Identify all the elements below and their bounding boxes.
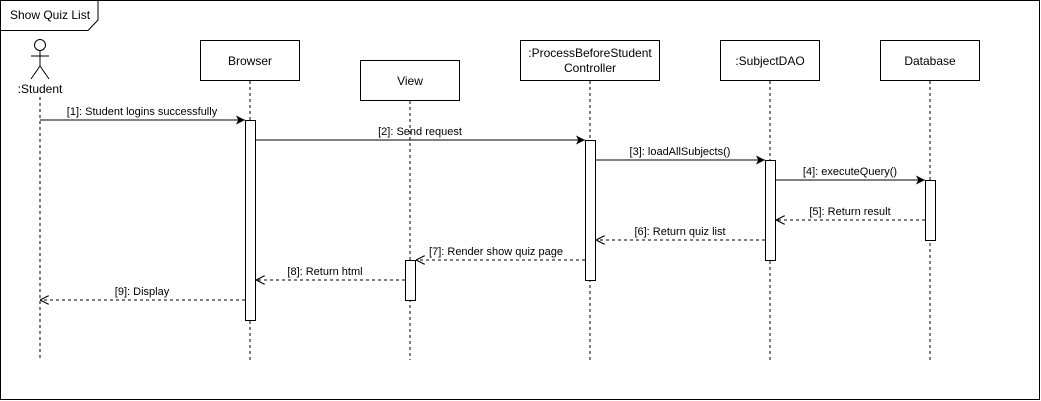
participant-controller: :ProcessBeforeStudent Controller <box>520 40 660 360</box>
message-6: [6]: Return quiz list <box>596 226 765 240</box>
participant-box <box>200 40 300 81</box>
participant-dao: :SubjectDAO <box>720 40 820 360</box>
message-label: [9]: Display <box>115 286 170 298</box>
participant-label: Browser <box>228 54 272 68</box>
actor-label: :Student <box>18 82 63 96</box>
activation-database <box>925 180 936 241</box>
participant-box <box>520 40 660 81</box>
message-label: [3]: loadAllSubjects() <box>630 146 731 158</box>
actor-student: :Student <box>18 39 63 360</box>
message-9: [9]: Display <box>40 286 245 300</box>
activation-dao <box>765 160 776 261</box>
participant-label-line-1: :ProcessBeforeStudent <box>528 46 652 60</box>
message-8: [8]: Return html <box>256 266 405 280</box>
actor-left-leg <box>30 65 41 80</box>
message-2: [2]: Send request <box>256 126 585 145</box>
participant-label: View <box>397 74 423 88</box>
message-label: [7]: Render show quiz page <box>429 246 563 258</box>
activation-browser <box>245 120 256 321</box>
participant-box <box>880 40 980 81</box>
activation-controller <box>585 140 596 281</box>
actor-head <box>34 39 46 51</box>
participant-label: :SubjectDAO <box>735 54 804 68</box>
participant-database: Database <box>880 40 980 360</box>
message-label: [5]: Return result <box>809 206 890 218</box>
participant-box <box>360 60 460 101</box>
message-label: [1]: Student logins successfully <box>67 106 218 118</box>
message-7: [7]: Render show quiz page <box>416 246 585 260</box>
message-1: [1]: Student logins successfully <box>40 106 245 125</box>
message-label: [2]: Send request <box>378 126 462 138</box>
participant-box <box>720 40 820 81</box>
participant-browser: Browser <box>200 40 300 360</box>
message-label: [8]: Return html <box>287 266 362 278</box>
message-3: [3]: loadAllSubjects() <box>596 146 765 165</box>
frame-title: Show Quiz List <box>10 8 91 22</box>
message-4: [4]: executeQuery() <box>776 166 925 185</box>
participant-view: View <box>360 60 460 360</box>
activation-view <box>405 260 416 301</box>
participant-label: Database <box>904 54 956 68</box>
actor-right-leg <box>39 65 50 80</box>
participant-label-line-2: Controller <box>564 61 616 75</box>
message-5: [5]: Return result <box>776 206 925 220</box>
frame-title-tab <box>0 0 99 31</box>
message-label: [4]: executeQuery() <box>803 166 897 178</box>
message-label: [6]: Return quiz list <box>634 226 725 238</box>
